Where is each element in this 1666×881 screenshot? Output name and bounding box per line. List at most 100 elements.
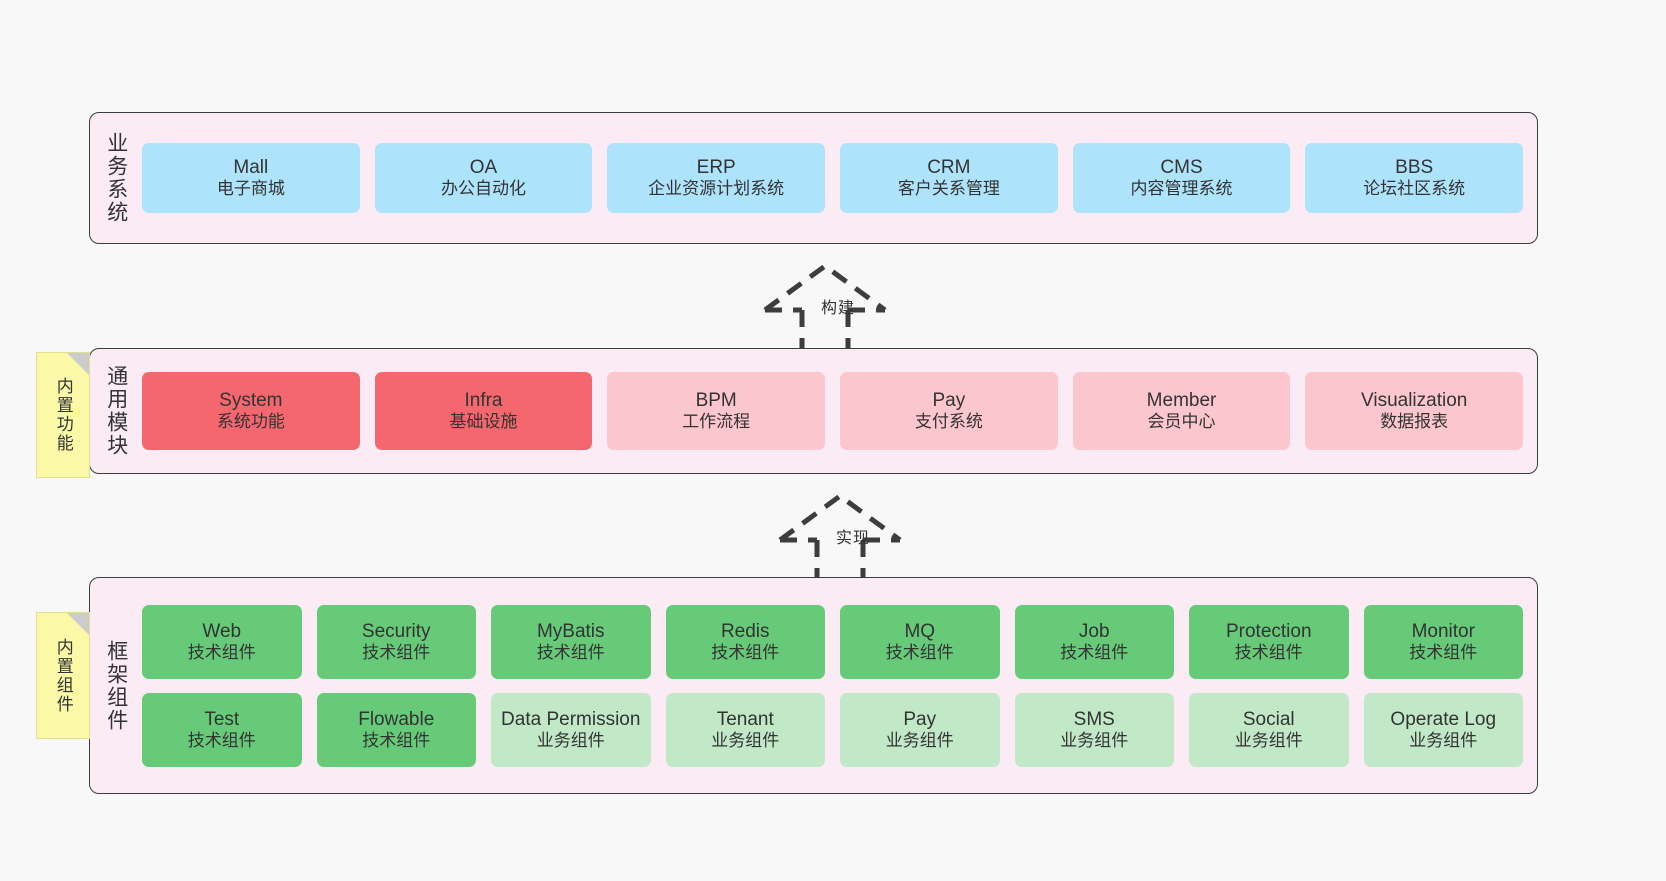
node-title: Mall: [233, 157, 269, 179]
node-subtitle: 支付系统: [914, 412, 983, 432]
dashed-hollow-arrow-icon: [763, 262, 887, 348]
node-subtitle: 技术组件: [536, 642, 605, 662]
node-mq[interactable]: MQ 技术组件: [840, 604, 1000, 679]
node-title: CMS: [1160, 157, 1203, 179]
node-sms[interactable]: SMS 业务组件: [1014, 692, 1174, 767]
node-subtitle: 技术组件: [187, 730, 256, 750]
node-title: Protection: [1225, 620, 1312, 642]
layer-title-business: 业务系统: [104, 132, 128, 224]
node-subtitle: 技术组件: [1234, 642, 1303, 662]
node-visualization[interactable]: Visualization 数据报表: [1305, 372, 1524, 450]
node-title: Monitor: [1411, 620, 1475, 642]
node-subtitle: 客户关系管理: [897, 179, 1000, 199]
node-subtitle: 会员中心: [1147, 412, 1216, 432]
layer-title-common: 通用模块: [104, 365, 128, 457]
layer-common-module: 通用模块 System 系统功能 Infra 基础设施 BPM 工作流程 Pay…: [89, 348, 1538, 474]
node-subtitle: 工作流程: [682, 412, 751, 432]
layer-body-business: Mall 电子商城 OA 办公自动化 ERP 企业资源计划系统 CRM 客户关系…: [142, 113, 1537, 243]
node-title: Pay: [932, 390, 966, 412]
node-title: MyBatis: [536, 620, 605, 642]
node-title: Job: [1078, 620, 1110, 642]
node-redis[interactable]: Redis 技术组件: [665, 604, 825, 679]
node-social[interactable]: Social 业务组件: [1189, 692, 1349, 767]
node-data-permission[interactable]: Data Permission 业务组件: [491, 692, 651, 767]
node-security[interactable]: Security 技术组件: [316, 604, 476, 679]
node-cms[interactable]: CMS 内容管理系统: [1072, 143, 1291, 213]
node-protection[interactable]: Protection 技术组件: [1189, 604, 1349, 679]
node-crm[interactable]: CRM 客户关系管理: [840, 143, 1058, 213]
layer-framework-component: 框架组件 Web 技术组件 Security 技术组件 MyBatis 技术组件…: [89, 577, 1538, 794]
node-operate-log[interactable]: Operate Log 业务组件: [1363, 692, 1523, 767]
node-row: Mall 电子商城 OA 办公自动化 ERP 企业资源计划系统 CRM 客户关系…: [142, 143, 1524, 213]
node-title: MQ: [904, 620, 936, 642]
node-title: Data Permission: [501, 708, 641, 730]
node-title: BPM: [695, 390, 737, 412]
node-title: BBS: [1395, 157, 1434, 179]
note-fold-corner-icon: [67, 613, 89, 635]
node-pay-component[interactable]: Pay 业务组件: [840, 692, 1000, 767]
note-builtin-function: 内置功能: [36, 352, 90, 478]
note-fold-corner-icon: [67, 353, 89, 375]
arrow-label-implement: 实现: [836, 530, 871, 547]
node-subtitle: 电子商城: [216, 179, 285, 199]
node-subtitle: 业务组件: [536, 730, 605, 750]
node-title: Visualization: [1361, 390, 1468, 412]
node-row: System 系统功能 Infra 基础设施 BPM 工作流程 Pay 支付系统…: [142, 372, 1524, 450]
node-mybatis[interactable]: MyBatis 技术组件: [491, 604, 651, 679]
note-builtin-component: 内置组件: [36, 612, 90, 739]
node-test[interactable]: Test 技术组件: [142, 692, 302, 767]
node-bbs[interactable]: BBS 论坛社区系统: [1305, 143, 1524, 213]
node-title: CRM: [927, 157, 971, 179]
node-title: Operate Log: [1390, 708, 1497, 730]
node-subtitle: 技术组件: [362, 642, 431, 662]
node-title: Test: [204, 708, 240, 730]
arrow-label-build: 构建: [821, 300, 856, 317]
node-monitor[interactable]: Monitor 技术组件: [1363, 604, 1523, 679]
node-subtitle: 技术组件: [711, 642, 780, 662]
node-pay-module[interactable]: Pay 支付系统: [840, 372, 1058, 450]
node-subtitle: 办公自动化: [441, 179, 526, 199]
node-subtitle: 业务组件: [1060, 730, 1129, 750]
node-title: System: [219, 390, 283, 412]
note-label: 内置功能: [53, 377, 73, 453]
node-subtitle: 数据报表: [1380, 412, 1449, 432]
node-member[interactable]: Member 会员中心: [1072, 372, 1291, 450]
layer-business-system: 业务系统 Mall 电子商城 OA 办公自动化 ERP 企业资源计划系统 CRM…: [89, 112, 1538, 244]
node-title: Redis: [720, 620, 770, 642]
node-subtitle: 技术组件: [1060, 642, 1129, 662]
node-subtitle: 系统功能: [216, 412, 285, 432]
node-oa[interactable]: OA 办公自动化: [374, 143, 593, 213]
dashed-hollow-arrow-icon: [778, 492, 902, 578]
node-tenant[interactable]: Tenant 业务组件: [665, 692, 825, 767]
node-subtitle: 企业资源计划系统: [648, 179, 785, 199]
note-label: 内置组件: [53, 637, 73, 714]
node-title: SMS: [1073, 708, 1115, 730]
node-title: Tenant: [716, 708, 774, 730]
node-subtitle: 内容管理系统: [1130, 179, 1233, 199]
node-system[interactable]: System 系统功能: [142, 372, 360, 450]
node-web[interactable]: Web 技术组件: [142, 604, 302, 679]
node-title: OA: [469, 157, 498, 179]
node-subtitle: 基础设施: [449, 412, 518, 432]
node-title: ERP: [696, 157, 736, 179]
node-subtitle: 技术组件: [885, 642, 954, 662]
node-title: Infra: [464, 390, 503, 412]
node-infra[interactable]: Infra 基础设施: [374, 372, 593, 450]
node-job[interactable]: Job 技术组件: [1014, 604, 1174, 679]
arrow-implement: 实现: [770, 488, 970, 578]
node-flowable[interactable]: Flowable 技术组件: [316, 692, 476, 767]
node-subtitle: 技术组件: [187, 642, 256, 662]
node-row: Web 技术组件 Security 技术组件 MyBatis 技术组件 Redi…: [142, 604, 1523, 679]
node-subtitle: 技术组件: [1409, 642, 1478, 662]
node-row: Test 技术组件 Flowable 技术组件 Data Permission …: [142, 692, 1523, 767]
arrow-build: 构建: [755, 258, 955, 348]
node-title: Pay: [903, 708, 937, 730]
node-bpm[interactable]: BPM 工作流程: [607, 372, 826, 450]
node-title: Security: [361, 620, 431, 642]
layer-title-framework: 框架组件: [104, 639, 128, 732]
node-subtitle: 业务组件: [1234, 730, 1303, 750]
node-mall[interactable]: Mall 电子商城: [142, 143, 360, 213]
node-title: Web: [202, 620, 242, 642]
node-erp[interactable]: ERP 企业资源计划系统: [607, 143, 826, 213]
